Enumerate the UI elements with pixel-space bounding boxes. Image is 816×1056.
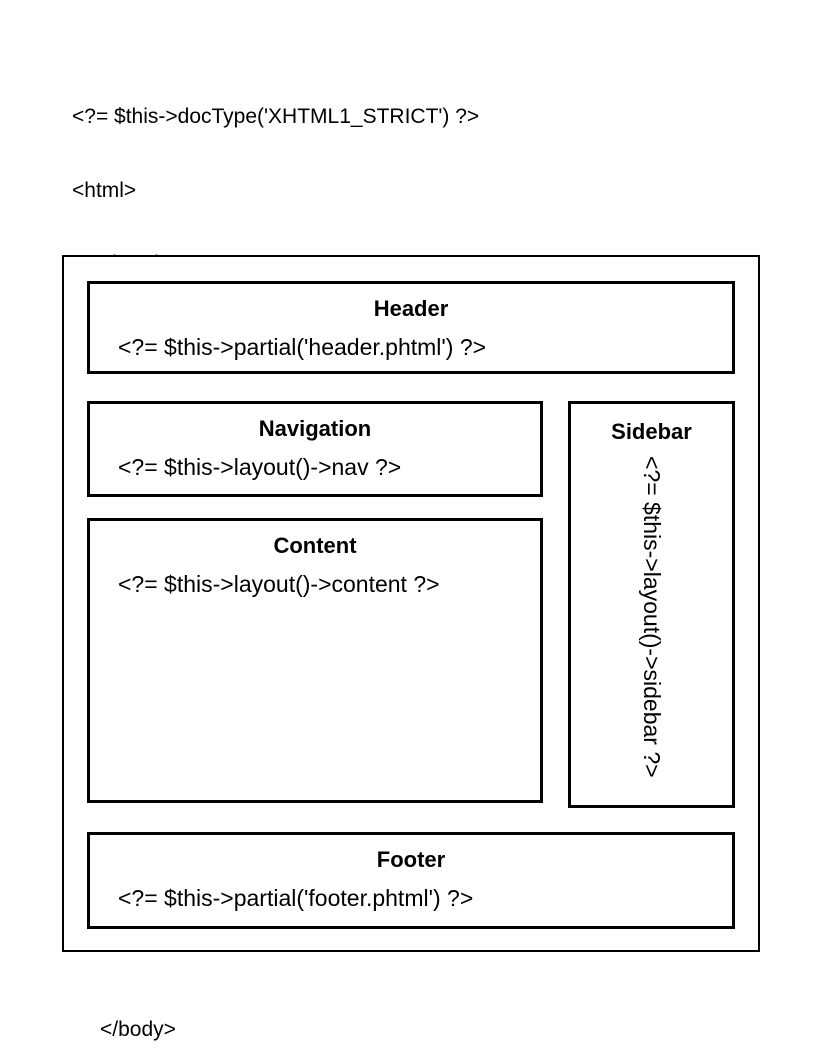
content-box-title: Content [273,533,357,558]
footer-box-code: <?= $this->partial('footer.phtml') ?> [118,885,474,911]
navigation-box-code: <?= $this->layout()->nav ?> [118,454,402,480]
navigation-box-title: Navigation [258,416,372,441]
sidebar-box: Sidebar <?= $this->layout()->sidebar ?> [568,401,735,808]
code-line: </body> [100,1018,176,1041]
layout-outer-box: Header <?= $this->partial('header.phtml'… [62,255,760,952]
header-box-code: <?= $this->partial('header.phtml') ?> [118,334,487,360]
navigation-box: Navigation <?= $this->layout()->nav ?> [87,401,543,497]
footer-box-title: Footer [376,847,446,872]
code-line: <html> [72,178,137,202]
footer-box: Footer <?= $this->partial('footer.phtml'… [87,832,735,929]
header-box: Header <?= $this->partial('header.phtml'… [87,281,735,374]
content-box: Content <?= $this->layout()->content ?> [87,518,543,803]
code-line: <?= $this->docType('XHTML1_STRICT') ?> [72,105,480,128]
sidebar-box-title: Sidebar [611,419,692,444]
sidebar-box-code: <?= $this->layout()->sidebar ?> [639,456,665,778]
header-box-title: Header [373,296,449,321]
content-box-code: <?= $this->layout()->content ?> [118,571,440,597]
code-block-bottom: </body> </html> [72,969,176,1056]
